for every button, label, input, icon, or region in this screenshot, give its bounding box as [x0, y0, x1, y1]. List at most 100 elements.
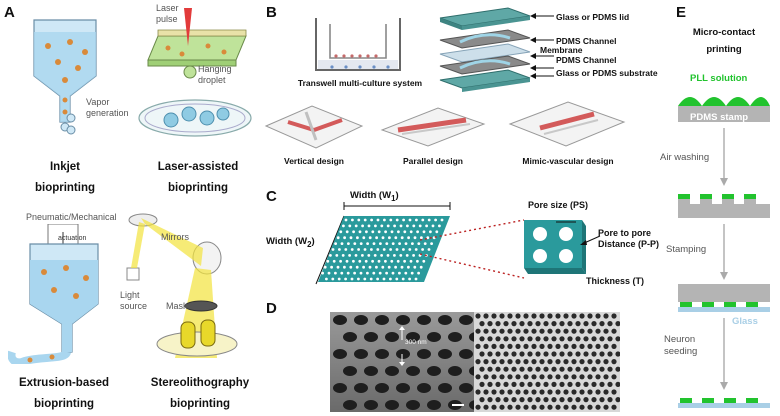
sem-topview-pore — [487, 351, 493, 357]
membrane-pore — [352, 259, 355, 263]
membrane-pore — [363, 218, 367, 222]
sem-topview-pore — [595, 389, 601, 395]
membrane-pore — [321, 271, 324, 275]
sem-topview-pore — [579, 359, 585, 365]
membrane-pore — [412, 254, 415, 257]
membrane-pore — [395, 218, 399, 222]
sem-topview-pore — [591, 336, 597, 342]
sem-pore — [396, 315, 410, 325]
sem-topview-pore — [563, 343, 569, 349]
layered-chip-illustration — [439, 7, 531, 92]
membrane-pore — [376, 248, 380, 251]
sem-topview-pore — [507, 328, 513, 334]
membrane-pore — [377, 259, 381, 263]
membrane-pore — [399, 224, 403, 228]
sem-topview-pore — [587, 343, 593, 349]
sem-topview-pore — [535, 351, 541, 357]
sem-topview-pore — [483, 404, 489, 410]
sem-topview-pore — [475, 389, 481, 395]
sem-topview-pore — [519, 351, 525, 357]
membrane-pore — [389, 277, 392, 281]
membrane-pore — [359, 271, 363, 275]
sem-topview-pore — [475, 313, 481, 319]
sem-pore — [375, 315, 389, 325]
micro-contact-process — [678, 97, 770, 408]
width-w1-label: Width (W1) — [350, 190, 399, 203]
sem-pore — [459, 383, 473, 393]
sem-topview-pore — [575, 336, 581, 342]
membrane-pore — [396, 259, 400, 263]
membrane-pore — [430, 242, 433, 245]
membrane-pore — [336, 236, 340, 240]
sem-topview-pore — [511, 351, 517, 357]
sem-pore — [354, 349, 368, 359]
sem-topview-pore — [611, 359, 617, 365]
membrane-pore — [330, 265, 333, 269]
sem-topview-pore — [527, 336, 533, 342]
pore-distance-label: Pore to pore Distance (P-P) — [598, 228, 659, 250]
membrane-pore — [371, 259, 374, 263]
membrane-pore — [343, 236, 346, 240]
sem-topview-pore — [515, 359, 521, 365]
sem-topview-pore — [615, 397, 620, 403]
sem-topview-pore — [547, 404, 553, 410]
membrane-pore — [371, 230, 375, 234]
sem-topview-pore — [591, 321, 597, 327]
membrane-pore — [398, 242, 401, 245]
light-source-label: Light source — [120, 290, 148, 311]
sem-topview-pore — [515, 313, 521, 319]
membrane-pore — [329, 254, 332, 257]
membrane-pore — [381, 236, 385, 240]
extrusion-caption-line2: bioprinting — [33, 398, 95, 410]
sem-topview-pore — [519, 397, 525, 403]
sem-topview-pore — [563, 389, 569, 395]
membrane-pore — [353, 242, 357, 245]
sem-topview-pore — [475, 328, 481, 334]
sem-topview-pore — [587, 404, 593, 410]
sem-topview-pore — [499, 328, 505, 334]
membrane-pore — [400, 265, 404, 269]
sem-topview-pore — [571, 404, 577, 410]
mimic-vascular-design-caption: Mimic-vascular design — [522, 156, 614, 166]
sem-topview-pore — [571, 328, 577, 334]
sem-topview-pore — [531, 374, 537, 380]
sem-topview-pore — [555, 389, 561, 395]
sem-topview-pore — [599, 381, 605, 387]
width-w2-label: Width (W2) — [266, 236, 315, 249]
sem-topview-pore — [575, 321, 581, 327]
sem-topview-pore — [575, 397, 581, 403]
parallel-design-illustration — [380, 107, 486, 147]
membrane-pore — [417, 242, 421, 245]
membrane-pore — [349, 265, 353, 269]
sem-topview-pore — [591, 397, 597, 403]
membrane-pore — [356, 236, 359, 240]
membrane-pore — [384, 230, 387, 234]
sem-topview-pore — [495, 321, 501, 327]
membrane-pore — [404, 271, 408, 275]
sem-topview-pore — [527, 397, 533, 403]
membrane-pore — [393, 224, 396, 228]
sem-topview-pore — [607, 351, 613, 357]
sem-topview-pore — [595, 404, 601, 410]
sem-topview-pore — [475, 404, 481, 410]
sem-topview-pore — [519, 336, 525, 342]
sem-topview-pore — [571, 374, 577, 380]
membrane-pore — [426, 236, 430, 240]
sem-topview-pore — [559, 381, 565, 387]
membrane-pore — [422, 230, 426, 234]
membrane-pore — [350, 277, 354, 281]
sem-topview-pore — [499, 374, 505, 380]
sem-topview-pore — [551, 321, 557, 327]
sem-topview-pore — [515, 374, 521, 380]
sem-topview-pore — [563, 404, 569, 410]
width-w2-text: Width (W — [266, 236, 308, 247]
membrane-pore — [348, 254, 351, 257]
sem-pore — [417, 315, 431, 325]
vertical-design-illustration — [264, 105, 364, 149]
micro-contact-title: Micro-contact printing — [670, 24, 778, 58]
membrane-pore — [389, 248, 392, 251]
pore-closeup-illustration — [524, 220, 586, 274]
inkjet-caption-line1: Inkjet — [49, 161, 81, 173]
sem-pore — [448, 332, 462, 342]
membrane-pore — [368, 236, 372, 240]
